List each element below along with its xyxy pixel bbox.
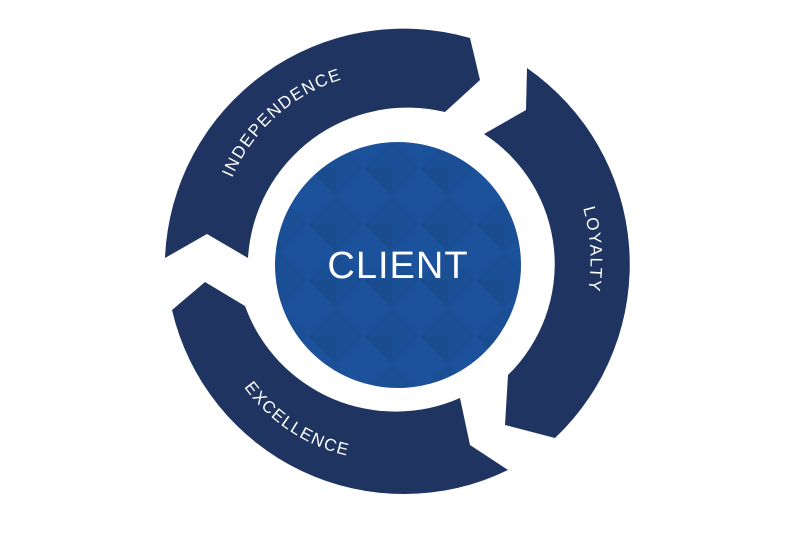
center-circle bbox=[275, 142, 521, 388]
arrow-segment-loyalty bbox=[484, 68, 630, 438]
arrow-segment-excellence bbox=[172, 282, 508, 495]
center-label: CLIENT bbox=[327, 245, 468, 287]
arrow-segment-independence bbox=[165, 28, 480, 259]
